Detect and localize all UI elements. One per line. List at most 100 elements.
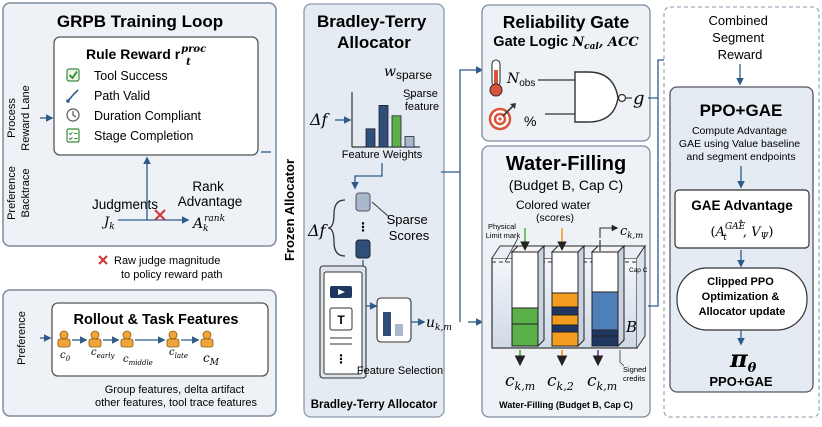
feature-selection-box [376,297,412,343]
rank-advantage-label: Rank Advantage [178,179,243,209]
cap-c-label: Cap C [629,267,648,274]
feature-selection-label: Feature Selection [357,365,443,377]
svg-text:Reward Lane: Reward Lane [20,85,32,150]
svg-text:Backtrace: Backtrace [20,169,32,218]
svg-text:Raw judge magnitude: Raw judge magnitude [114,255,220,267]
credit-symbol: ck,m [505,371,535,393]
colored-water-label: Colored water (scores) [516,198,594,224]
rollout-node-label: cmiddle [123,354,153,367]
bt-title: Bradley-Terry Allocator [317,12,431,52]
rollout-node-icon [88,330,102,348]
rollout-title: Rollout & Task Features [74,312,239,328]
gate-title: Reliability Gate [503,12,630,32]
process-reward-lane-label: Process Reward Lane [6,85,32,150]
water-column [550,244,586,348]
svg-text:⋮: ⋮ [335,352,347,366]
water-columns [510,228,626,348]
document-stack-icon: T ⋮ [319,265,367,379]
grpb-title: GRPB Training Loop [57,12,223,31]
item-duration-compliant: Duration Compliant [94,109,202,123]
rollout-panel: Preference Rollout & Task Features c0cea… [2,289,277,417]
physical-limit-label: Physical Limit mark [486,222,521,240]
item-tool-success: Tool Success [94,69,168,83]
water-footer: Water-Filling (Budget B, Cap C) [499,400,633,410]
svg-text:Process: Process [6,98,18,138]
sparse-scores-label: Sparse Scores [387,212,432,243]
judgment-symbol: Jk [101,215,115,232]
rollout-node-label: cM [203,351,220,368]
feature-weight-bar [365,128,376,148]
rollout-node-label: cearly [91,347,116,360]
feature-weight-bar [378,105,389,148]
delta-f-middle: Δf [307,221,329,240]
feature-weight-bar [391,115,402,148]
rollout-node-chain: c0 cearly cmiddle clate cM [57,330,220,368]
water-subtitle: (Budget B, Cap C) [509,177,623,193]
check-square-icon [66,68,80,82]
clipped-ppo-box [676,267,808,331]
svg-text:to policy reward path: to policy reward path [121,269,223,281]
water-title: Water-Filling [506,153,626,175]
rollout-node-label: c0 [60,350,71,363]
rollout-footer: Group features, delta artifact other fea… [95,384,258,409]
clock-icon [66,108,80,122]
water-bottom-symbols: ck,m ck,2 ck,m [505,350,617,393]
feature-weight-bars [365,105,415,148]
credit-symbol: ck,2 [547,371,574,393]
gae-advantage-box [674,189,810,249]
budget-b-label: B [625,318,637,336]
compute-advantage-text: Compute Advantage GAE using Value baseli… [679,125,803,163]
rollout-node-label: clate [169,347,188,360]
water-column [510,244,546,348]
feature-weight-bar [404,136,415,148]
bt-footer: Bradley-Terry Allocator [311,399,438,411]
ppo-gae-title: PPO+GAE [700,101,783,120]
frozen-allocator-label: Frozen Allocator [282,159,297,261]
percent-symbol: % [524,113,536,129]
curly-brace [327,199,346,257]
raw-judge-cross-icon [98,255,108,265]
g-symbol: g [633,88,645,109]
u-km-symbol: uk,m [426,315,452,333]
preference-backtrace-label: Preference Backtrace [6,166,32,220]
water-column [590,244,626,348]
svg-text:T: T [337,313,345,327]
clipped-ppo-text: Clipped PPO Optimization & Allocator upd… [699,276,786,318]
svg-text:Preference: Preference [6,166,18,220]
checklist-icon [66,128,80,143]
thermometer-icon [489,59,503,97]
rule-reward-box [53,36,259,156]
ppo-gae-footer: PPO+GAE [709,374,773,389]
c-km-top-symbol: ck,m [620,224,643,241]
rollout-node-icon [200,330,214,348]
w-sparse-symbol: wsparse [384,64,432,82]
svg-text:⋮: ⋮ [357,220,369,234]
bradley-terry-panel: Bradley-Terry Allocator wsparse Sparse f… [303,3,452,418]
feature-weights-label: Feature Weights [342,149,423,161]
svg-text:^: ^ [739,218,744,228]
raw-judge-note: Raw judge magnitude to policy reward pat… [98,255,223,281]
item-path-valid: Path Valid [94,89,150,103]
gae-advantage-title: GAE Advantage [691,198,793,213]
n-obs-symbol: Nobs [506,71,535,89]
path-icon [66,89,79,103]
combined-segment-reward: Combined Segment Reward [709,13,772,62]
water-filling-panel: Water-Filling (Budget B, Cap C) Colored … [481,145,651,418]
pi-theta-symbol: πθ [729,344,757,376]
grpb-panel: GRPB Training Loop Process Reward Lane P… [2,2,277,247]
item-stage-completion: Stage Completion [94,129,193,143]
credit-symbol: ck,m [587,371,617,393]
signed-credits-label: Signed credits [623,365,648,383]
rollout-node-icon [120,330,134,348]
ppo-panel: Combined Segment Reward PPO+GAE Compute … [663,6,820,418]
delta-f-top: Δf [309,110,331,129]
blocked-cross-icon [154,209,166,221]
rollout-node-icon [166,330,180,348]
rollout-node-icon [57,330,71,348]
